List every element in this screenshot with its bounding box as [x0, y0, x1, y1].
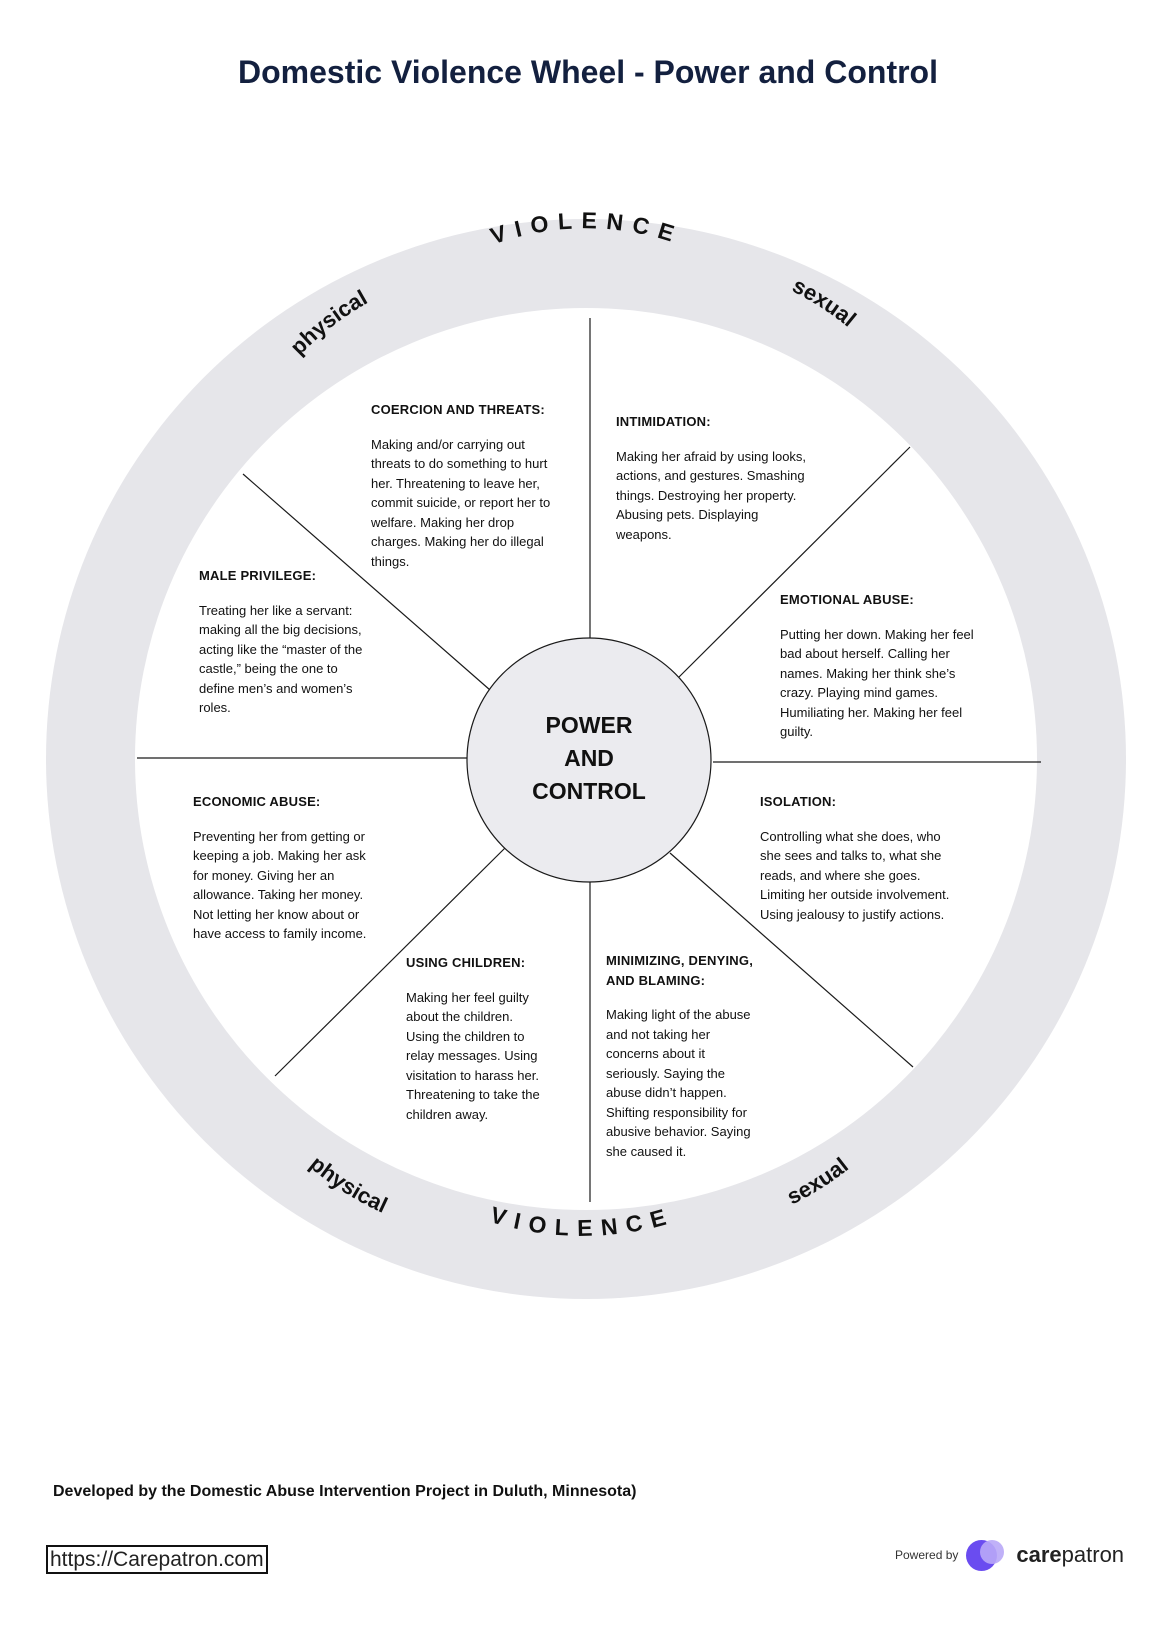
carepatron-url-link[interactable]: https://Carepatron.com [46, 1545, 268, 1574]
carepatron-logo-icon [966, 1538, 1012, 1572]
section-isolation: ISOLATION: Controlling what she does, wh… [760, 792, 949, 924]
section-heading: INTIMIDATION: [616, 414, 711, 429]
section-heading: USING CHILDREN: [406, 955, 526, 970]
section-body: Making her afraid by using looks, action… [616, 448, 807, 542]
powered-by-label: Powered by [895, 1548, 959, 1562]
divider-line [669, 852, 914, 1068]
section-body: Making her feel guilty about the childre… [406, 989, 540, 1122]
brand-name-rest: patron [1061, 1542, 1125, 1567]
center-hub [466, 637, 712, 883]
section-body: Putting her down. Making her feel bad ab… [780, 626, 974, 740]
section-body: Making light of the abuse and not taking… [606, 1007, 751, 1159]
divider-line [678, 446, 911, 678]
section-economic-abuse: ECONOMIC ABUSE: Preventing her from gett… [193, 792, 366, 944]
divider-line [242, 473, 491, 691]
section-heading: MALE PRIVILEGE: [199, 568, 317, 583]
section-heading: ISOLATION: [760, 794, 837, 809]
section-body: Controlling what she does, who she sees … [760, 828, 950, 922]
developed-by-credit: Developed by the Domestic Abuse Interven… [53, 1483, 637, 1500]
page-title: Domestic Violence Wheel - Power and Cont… [238, 54, 938, 90]
section-heading: EMOTIONAL ABUSE: [780, 592, 914, 607]
section-heading: COERCION AND THREATS: [371, 402, 545, 417]
section-heading: ECONOMIC ABUSE: [193, 794, 321, 809]
brand-name: carepatron [1016, 1542, 1124, 1568]
section-male-privilege: MALE PRIVILEGE: Treating her like a serv… [199, 566, 362, 718]
center-line-3: CONTROL [532, 778, 646, 804]
divider-lines [137, 318, 1041, 1202]
section-body: Preventing her from getting or keeping a… [193, 828, 367, 942]
section-body: Treating her like a servant: making all … [199, 602, 363, 716]
center-line-1: POWER [546, 712, 633, 738]
center-line-2: AND [564, 745, 614, 771]
section-emotional-abuse: EMOTIONAL ABUSE: Putting her down. Makin… [780, 590, 974, 742]
brand-name-bold: care [1016, 1542, 1062, 1567]
divider-line [274, 847, 506, 1077]
section-heading: MINIMIZING, DENYING, AND BLAMING: [606, 953, 753, 988]
section-using-children: USING CHILDREN: Making her feel guilty a… [406, 953, 540, 1124]
powered-by-brand[interactable]: Powered by carepatron [895, 1537, 1124, 1573]
section-minimizing: MINIMIZING, DENYING, AND BLAMING: Making… [606, 951, 753, 1161]
section-intimidation: INTIMIDATION: Making her afraid by using… [616, 412, 806, 544]
section-coercion: COERCION AND THREATS: Making and/or carr… [371, 400, 550, 571]
section-body: Making and/or carrying out threats to do… [371, 436, 551, 569]
